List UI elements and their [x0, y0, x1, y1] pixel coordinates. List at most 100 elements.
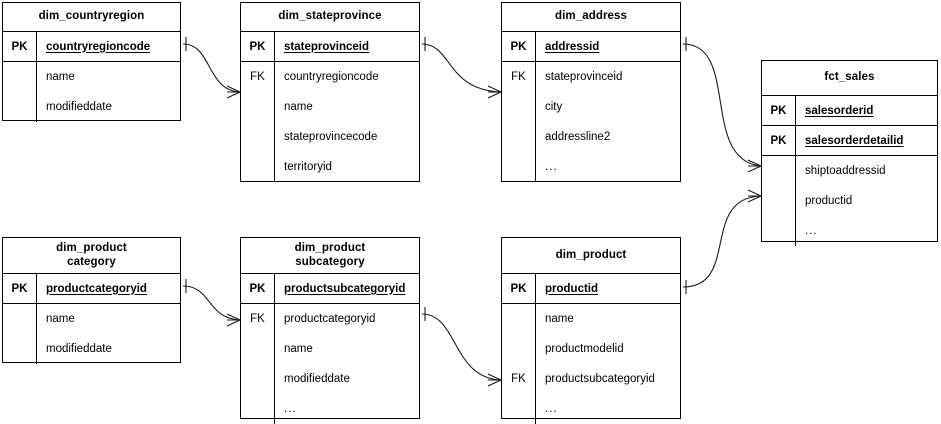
- attribute-row[interactable]: countryregioncode: [284, 71, 379, 83]
- key-badge: PK: [3, 32, 37, 61]
- cardinality-many-crowsfoot: [747, 189, 762, 203]
- relationship-rel-subcategory-product[interactable]: [421, 307, 502, 387]
- attribute-row[interactable]: modifieddate: [46, 343, 112, 355]
- field-name: countryregioncode: [46, 40, 151, 53]
- attribute-list: stateprovinceid city addressline2...: [536, 62, 680, 182]
- relationship-line: [182, 285, 241, 321]
- foreign-key-badge: FK: [250, 71, 265, 83]
- attribute-row[interactable]: name: [284, 101, 313, 113]
- cardinality-many-crowsfoot: [226, 313, 241, 327]
- key-badge: PK: [762, 96, 796, 125]
- entity-title-dim_address: dim_address: [502, 3, 680, 32]
- key-row[interactable]: PK productcategoryid: [3, 274, 180, 304]
- attribute-list: name modifieddate: [37, 62, 180, 122]
- attribute-section: name modifieddate: [3, 62, 180, 122]
- key-badge: PK: [502, 274, 536, 303]
- attribute-key-column: FK: [502, 62, 536, 182]
- relationship-rel-countryregion-stateprovince[interactable]: [182, 37, 241, 99]
- key-badge: PK: [762, 126, 796, 155]
- attribute-list: shiptoaddressid productid...: [796, 156, 937, 246]
- attribute-row[interactable]: productcategoryid: [284, 313, 376, 325]
- cardinality-many-crowsfoot: [487, 373, 502, 387]
- relationship-rel-address-sales[interactable]: [682, 37, 762, 173]
- attribute-list: countryregioncode name stateprovincecode te…: [275, 62, 419, 182]
- attribute-row[interactable]: productmodelid: [545, 343, 624, 355]
- field-name: productid: [545, 282, 599, 295]
- relationship-line: [182, 43, 241, 93]
- attribute-key-column: [3, 62, 37, 122]
- attribute-section: FK name productmodelid productsubcategoryid…: [502, 304, 680, 424]
- relationship-rel-stateprovince-address[interactable]: [421, 37, 502, 99]
- key-row[interactable]: PK countryregioncode: [3, 32, 180, 62]
- entity-title-dim_countryregion: dim_countryregion: [3, 3, 180, 32]
- relationship-line: [682, 195, 762, 288]
- field-name: addressid: [545, 40, 600, 53]
- attribute-row[interactable]: stateprovincecode: [284, 131, 378, 143]
- key-row[interactable]: PK salesorderid: [762, 96, 937, 126]
- entity-title-dim_stateprovince: dim_stateprovince: [241, 3, 419, 32]
- attribute-row[interactable]: addressline2: [545, 131, 611, 143]
- attribute-section: FK countryregioncode name stateprovincecode…: [241, 62, 419, 182]
- attribute-section: shiptoaddressid productid...: [762, 156, 937, 246]
- attribute-row[interactable]: stateprovinceid: [545, 71, 623, 83]
- attribute-list: productcategoryid name modifieddate...: [275, 304, 419, 424]
- attribute-row[interactable]: name: [284, 343, 313, 355]
- key-badge: PK: [502, 32, 536, 61]
- attribute-row[interactable]: ...: [545, 161, 558, 173]
- field-name: productsubcategoryid: [284, 282, 406, 295]
- relationship-rel-product-sales[interactable]: [682, 189, 762, 294]
- attribute-section: name modifieddate: [3, 304, 180, 364]
- field-name: salesorderid: [805, 104, 874, 117]
- attribute-section: FK productcategoryid name modifieddate...: [241, 304, 419, 424]
- relationship-line: [421, 313, 502, 381]
- entity-title-dim_productcategory: dim_product category: [3, 238, 180, 274]
- attribute-list: name modifieddate: [37, 304, 180, 364]
- key-badge: PK: [3, 274, 37, 303]
- attribute-section: FK stateprovinceid city addressline2...: [502, 62, 680, 182]
- attribute-key-column: [3, 304, 37, 364]
- cardinality-many-crowsfoot: [747, 159, 762, 173]
- attribute-row[interactable]: city: [545, 101, 563, 113]
- cardinality-many-crowsfoot: [487, 85, 502, 99]
- key-badge: PK: [241, 32, 275, 61]
- attribute-row[interactable]: territoryid: [284, 161, 332, 173]
- attribute-key-column: FK: [241, 62, 275, 182]
- field-name: productcategoryid: [46, 282, 147, 295]
- attribute-list: name productmodelid productsubcategoryid..…: [536, 304, 680, 424]
- relationship-rel-productcategory-subcategory[interactable]: [182, 279, 241, 327]
- attribute-row[interactable]: productsubcategoryid: [545, 373, 655, 385]
- foreign-key-badge: FK: [511, 71, 526, 83]
- attribute-row[interactable]: modifieddate: [46, 101, 112, 113]
- foreign-key-badge: FK: [511, 373, 526, 385]
- attribute-row[interactable]: ...: [545, 403, 558, 415]
- attribute-row[interactable]: modifieddate: [284, 373, 350, 385]
- attribute-row[interactable]: name: [545, 313, 574, 325]
- entity-title-dim_product: dim_product: [502, 238, 680, 274]
- key-row[interactable]: PK salesorderdetailid: [762, 126, 937, 156]
- field-name: stateprovinceid: [284, 40, 369, 53]
- attribute-row[interactable]: name: [46, 71, 75, 83]
- field-name: salesorderdetailid: [805, 134, 904, 147]
- attribute-row[interactable]: productid: [805, 195, 853, 207]
- foreign-key-badge: FK: [250, 313, 265, 325]
- attribute-row[interactable]: name: [46, 313, 75, 325]
- key-row[interactable]: PK productid: [502, 274, 680, 304]
- attribute-row[interactable]: shiptoaddressid: [805, 165, 886, 177]
- attribute-key-column: FK: [502, 304, 536, 424]
- relationship-line: [421, 43, 502, 93]
- key-row[interactable]: PK stateprovinceid: [241, 32, 419, 62]
- attribute-row[interactable]: ...: [805, 225, 818, 237]
- attribute-key-column: FK: [241, 304, 275, 424]
- attribute-row[interactable]: ...: [284, 403, 297, 415]
- key-row[interactable]: PK addressid: [502, 32, 680, 62]
